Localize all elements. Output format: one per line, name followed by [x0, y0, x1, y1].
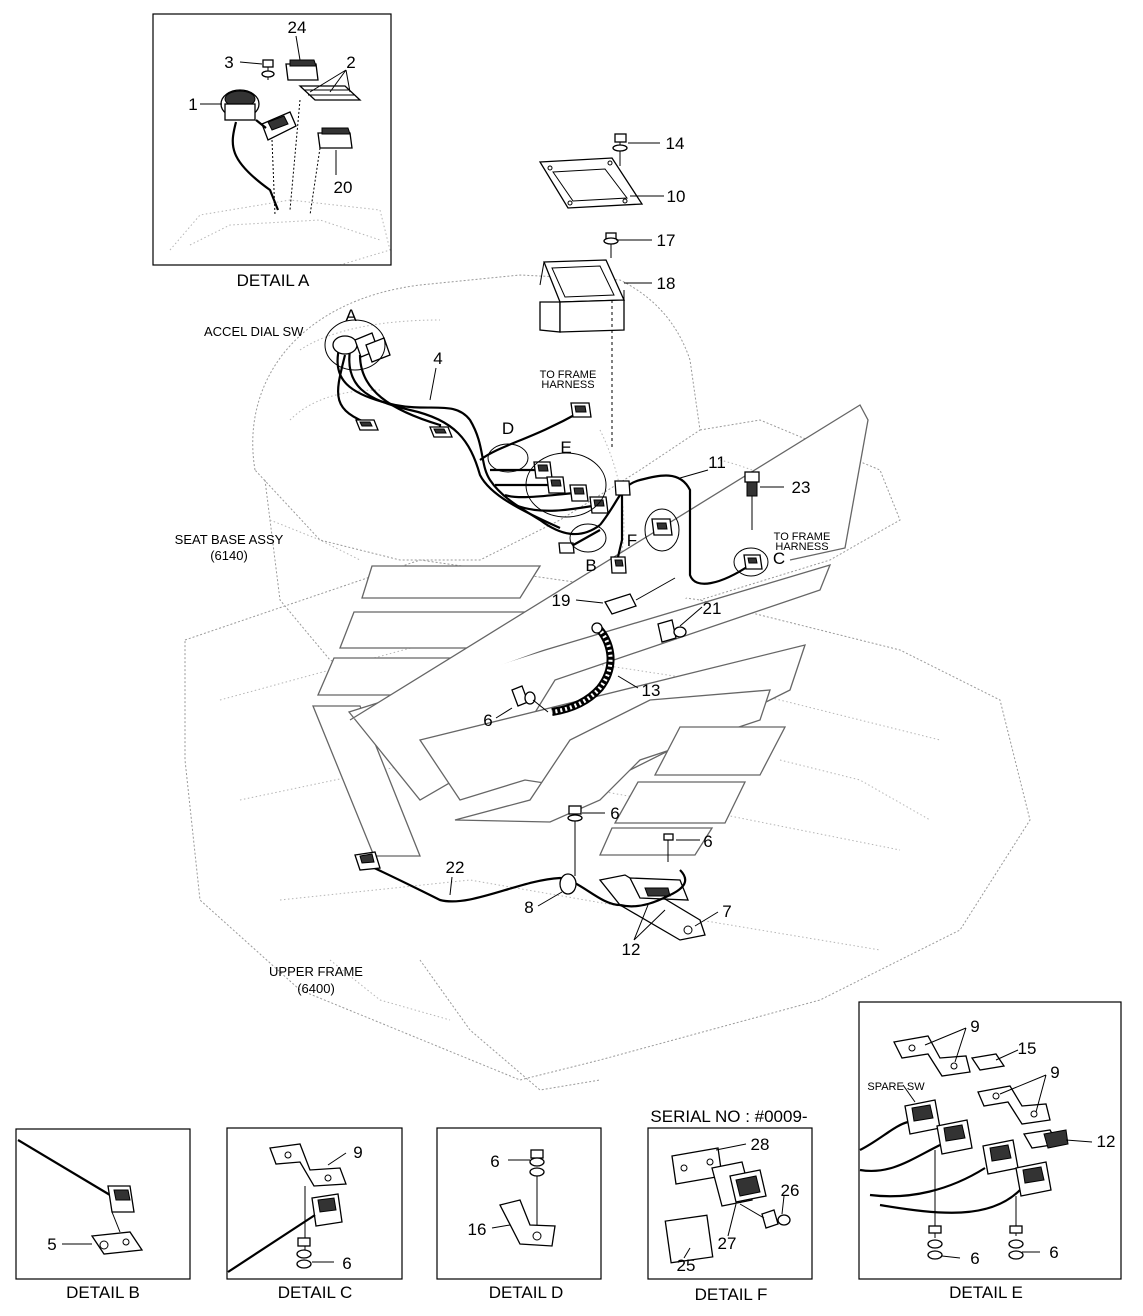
part-number-labels: 24 3 2 1 20 14 10 17 18 4 11 23 19 21 13…: [47, 18, 1115, 1275]
to-frame-harness-label-2-line2: HARNESS: [775, 541, 828, 553]
detail-c-box: [226, 1127, 403, 1280]
part-number-9-detail-c: 9: [353, 1143, 362, 1162]
detail-reference-circles: [324, 319, 769, 577]
upper-frame-label: UPPER FRAME: [269, 964, 363, 979]
part-number-10: 10: [667, 187, 686, 206]
part-number-5: 5: [47, 1235, 56, 1254]
part-number-2: 2: [346, 53, 355, 72]
part-number-7: 7: [722, 902, 731, 921]
part-number-24: 24: [288, 18, 307, 37]
detail-letter-c: C: [773, 549, 785, 568]
part-number-17: 17: [657, 231, 676, 250]
accel-dial-switch-cluster: [332, 332, 391, 363]
part-number-28: 28: [751, 1135, 770, 1154]
part-number-8: 8: [524, 898, 533, 917]
ground-strap-assembly: [511, 577, 687, 716]
detail-d-box: [436, 1127, 602, 1280]
part-number-26: 26: [781, 1181, 800, 1200]
floor-panels: [312, 404, 869, 857]
part-23-sensor: [744, 471, 760, 530]
detail-e-box: [858, 1001, 1122, 1280]
part-number-6-detail-e-b: 6: [1049, 1243, 1058, 1262]
bolts-14-17: [603, 133, 628, 450]
part-number-20: 20: [334, 178, 353, 197]
detail-letter-f: F: [627, 531, 637, 550]
part-number-1: 1: [188, 95, 197, 114]
detail-f-box: [647, 1127, 813, 1280]
detail-letter-a: A: [345, 306, 357, 325]
part-number-11: 11: [708, 453, 726, 472]
detail-a-ghost-background: [169, 199, 391, 266]
detail-b-box: [15, 1128, 191, 1280]
part-number-19: 19: [552, 591, 571, 610]
part-number-9-detail-e-b: 9: [1050, 1063, 1059, 1082]
part-number-6-main-b: 6: [610, 804, 619, 823]
detail-b-caption: DETAIL B: [66, 1283, 140, 1302]
upper-frame-code-label: (6400): [297, 981, 335, 996]
detail-f-parts: [664, 1147, 791, 1264]
detail-e-caption: DETAIL E: [949, 1283, 1023, 1302]
part-number-6-detail-d: 6: [490, 1152, 499, 1171]
harness-22-bracket-7: [354, 805, 706, 941]
part-number-6-detail-c: 6: [342, 1254, 351, 1273]
part-number-16: 16: [468, 1220, 487, 1239]
part-number-12-main: 12: [622, 940, 641, 959]
seat-base-assy-label: SEAT BASE ASSY: [175, 532, 284, 547]
connectors: [355, 402, 763, 574]
detail-f-caption: DETAIL F: [695, 1285, 768, 1304]
detail-a-box: [152, 13, 392, 266]
part-number-6-detail-e-a: 6: [970, 1249, 979, 1268]
part-number-14: 14: [666, 134, 685, 153]
part-number-6-main-a: 6: [483, 711, 492, 730]
seat-base-code-label: (6140): [210, 548, 248, 563]
spare-sw-label: SPARE SW: [867, 1081, 925, 1093]
part-number-9-detail-e-a: 9: [970, 1017, 979, 1036]
to-frame-harness-label-2-line1: TO FRAME: [774, 531, 831, 543]
detail-letter-e: E: [560, 438, 571, 457]
to-frame-harness-label-1-line2: HARNESS: [541, 379, 594, 391]
detail-c-parts: [227, 1143, 347, 1273]
part-number-22: 22: [446, 858, 465, 877]
cover-plate-10: [538, 157, 644, 209]
boot-18: [539, 259, 625, 333]
detail-a-parts: [220, 59, 362, 216]
part-number-27: 27: [718, 1234, 737, 1253]
detail-letter-d: D: [502, 419, 514, 438]
detail-d-parts: [499, 1149, 556, 1247]
serial-no-label: SERIAL NO : #0009-: [650, 1107, 807, 1126]
detail-a-caption: DETAIL A: [237, 271, 310, 290]
part-number-4: 4: [433, 349, 442, 368]
detail-c-caption: DETAIL C: [278, 1283, 353, 1302]
detail-b-parts: [17, 1139, 144, 1255]
detail-d-caption: DETAIL D: [489, 1283, 564, 1302]
part-number-3: 3: [224, 53, 233, 72]
part-number-21: 21: [703, 599, 722, 618]
part-number-12-detail-e: 12: [1097, 1132, 1116, 1151]
part-number-6-main-c: 6: [703, 832, 712, 851]
part-number-13: 13: [642, 681, 661, 700]
detail-e-parts: [859, 1035, 1069, 1260]
part-number-15: 15: [1018, 1039, 1037, 1058]
leader-lines: [62, 35, 1093, 1263]
part-number-23: 23: [792, 478, 811, 497]
part-number-18: 18: [657, 274, 676, 293]
accel-dial-sw-label: ACCEL DIAL SW: [204, 324, 304, 339]
part-number-25: 25: [677, 1256, 696, 1275]
to-frame-harness-label-1-line1: TO FRAME: [540, 369, 597, 381]
detail-letter-b: B: [585, 556, 596, 575]
